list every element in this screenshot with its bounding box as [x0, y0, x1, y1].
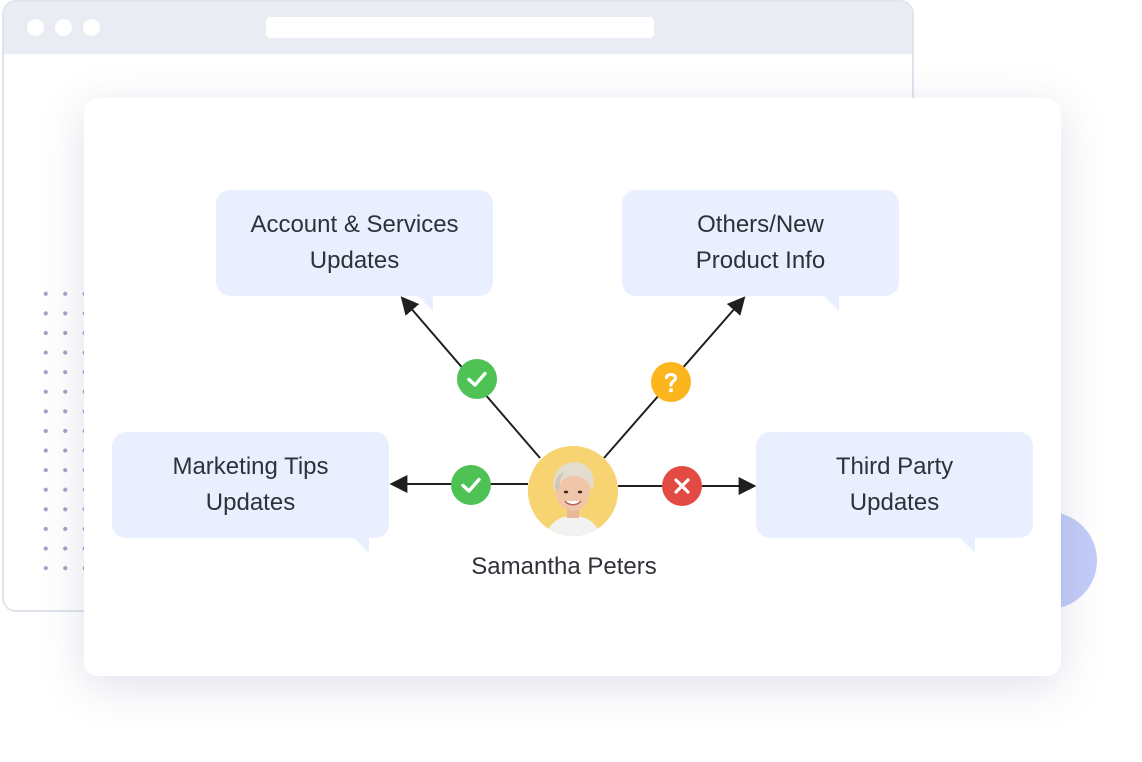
check-icon[interactable]: [451, 465, 491, 505]
bubble-marketing-tips: Marketing Tips Updates: [112, 432, 389, 553]
bubble-label: Third Party Updates: [835, 453, 954, 516]
bubble-tail: [959, 537, 975, 553]
bubble-tail: [823, 295, 839, 311]
window-dot-minimize[interactable]: [55, 19, 72, 36]
browser-title-bar: [4, 2, 912, 54]
bubble-third-party: Third Party Updates: [756, 432, 1033, 553]
person-portrait: [528, 446, 618, 536]
bubble-tail: [417, 295, 433, 311]
person-name: Samantha Peters: [471, 553, 657, 580]
bubble-tail: [353, 537, 369, 553]
bubble-label: Account & Services Updates: [250, 211, 459, 274]
bubble-others-new-product: Others/New Product Info: [622, 190, 899, 311]
dot-pattern-decoration: [36, 284, 86, 584]
window-dot-maximize[interactable]: [83, 19, 100, 36]
avatar: [528, 446, 618, 536]
cross-icon[interactable]: [662, 466, 702, 506]
bubble-label: Marketing Tips Updates: [172, 453, 329, 516]
address-bar[interactable]: [266, 17, 654, 38]
bubble-label: Others/New Product Info: [695, 211, 826, 274]
check-icon[interactable]: [457, 359, 497, 399]
window-dot-close[interactable]: [27, 19, 44, 36]
question-icon[interactable]: [651, 362, 691, 402]
bubble-account-services: Account & Services Updates: [216, 190, 493, 311]
